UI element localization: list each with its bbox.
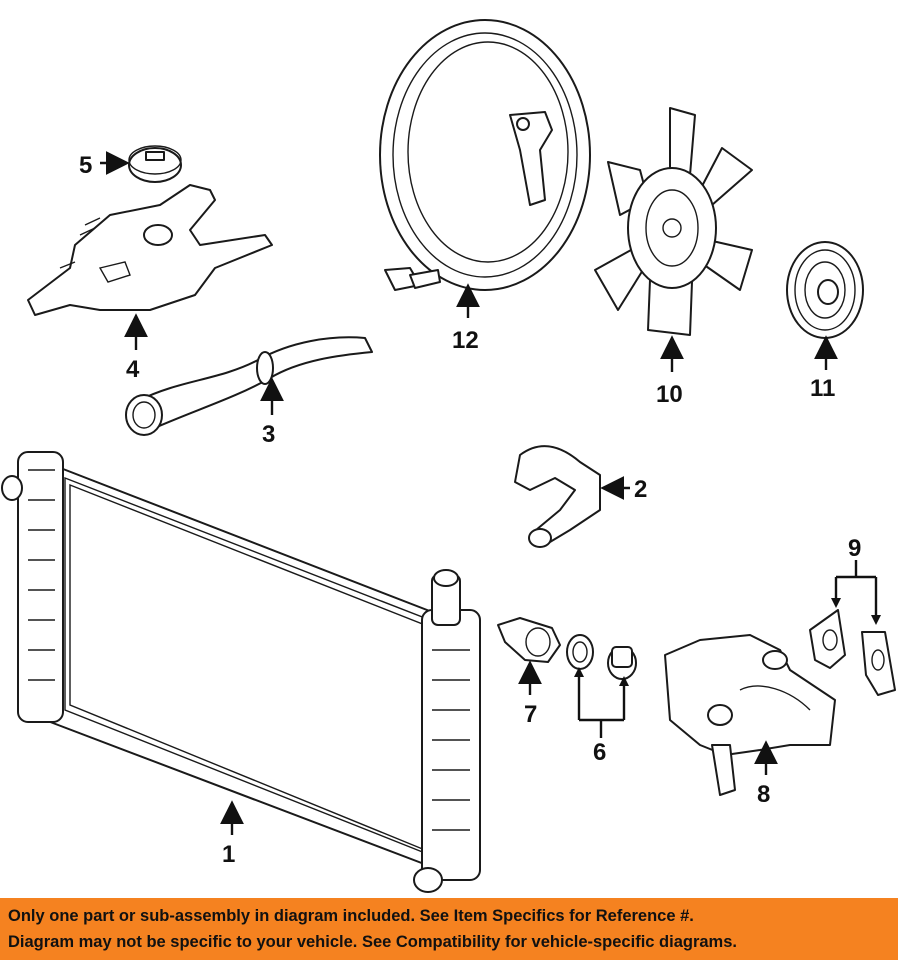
thermostat-gasket-part <box>566 634 637 680</box>
callout-2: 2 <box>634 476 647 503</box>
callout-3: 3 <box>262 421 275 448</box>
callout-12: 12 <box>452 327 479 354</box>
disclaimer-line-2: Diagram may not be specific to your vehi… <box>8 933 737 951</box>
leader-lines <box>100 151 881 835</box>
disclaimer-line-1: Only one part or sub-assembly in diagram… <box>8 907 694 925</box>
fan-clutch-part <box>786 241 864 339</box>
upper-hose-part <box>125 336 373 436</box>
radiator-part <box>1 451 481 893</box>
callout-1: 1 <box>222 841 235 868</box>
parts-diagram: 5 4 3 12 10 11 2 9 7 6 8 1 <box>1 19 896 893</box>
callout-9: 9 <box>848 535 861 562</box>
lower-hose-part <box>514 445 601 548</box>
callout-7: 7 <box>524 701 537 728</box>
reservoir-cap-part <box>128 145 182 183</box>
water-pump-gasket-part <box>809 609 896 696</box>
callout-5: 5 <box>79 152 92 179</box>
disclaimer-banner: Only one part or sub-assembly in diagram… <box>0 898 898 960</box>
surge-tank-part <box>27 184 273 316</box>
fan-shroud-part <box>379 19 591 291</box>
callout-4: 4 <box>126 356 140 383</box>
callout-8: 8 <box>757 781 770 808</box>
callout-6: 6 <box>593 739 606 766</box>
fan-blade-part <box>594 107 753 336</box>
water-pump-part <box>664 634 836 796</box>
callout-11: 11 <box>810 375 835 402</box>
thermostat-housing-part <box>497 617 561 663</box>
callout-10: 10 <box>656 381 683 408</box>
